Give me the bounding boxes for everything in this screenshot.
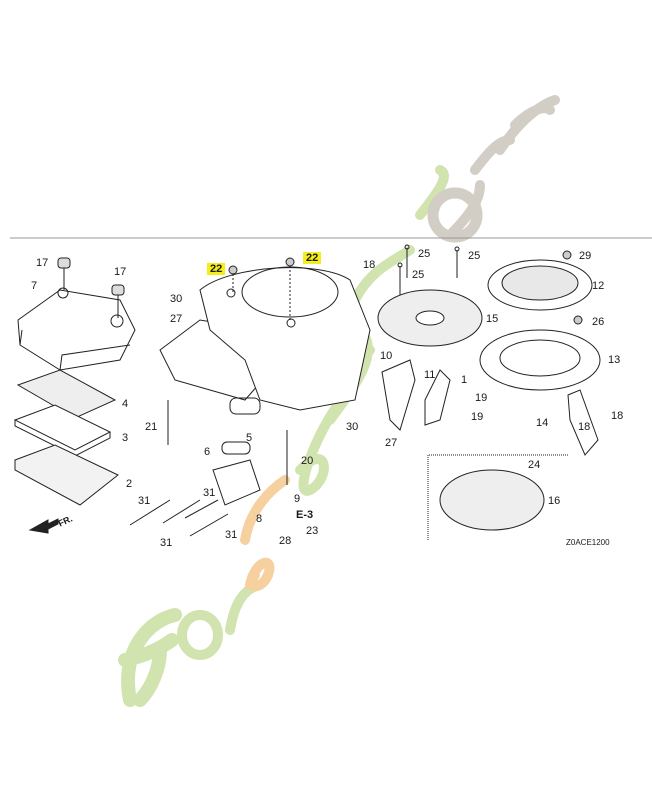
part-12-recoil-cover [487, 259, 593, 311]
part-25-bolts [397, 244, 460, 295]
part-22-nuts [228, 257, 295, 322]
callout-25: 25 [418, 248, 431, 260]
callout-18: 18 [363, 259, 376, 271]
part-31-bolts [129, 499, 229, 537]
callout-3: 3 [122, 432, 129, 444]
callout-16: 16 [548, 495, 561, 507]
part-5-gasket [229, 397, 261, 415]
part-1-bracket [424, 369, 451, 426]
part-6-gasket [221, 441, 251, 455]
callout-11: 11 [424, 369, 436, 381]
inset-box [427, 454, 568, 540]
callout-4: 4 [122, 398, 129, 410]
callout-27: 27 [170, 313, 183, 325]
callout-10: 10 [380, 350, 393, 362]
part-11-guide [381, 359, 416, 431]
part-2-paper-filter [14, 444, 119, 506]
callout-17: 17 [114, 266, 127, 278]
callout-25: 25 [412, 269, 425, 281]
callout-19: 19 [471, 411, 484, 423]
callout-24: 24 [528, 459, 541, 471]
callout-8: 8 [256, 513, 263, 525]
callout-1: 1 [461, 374, 468, 386]
callout-29: 29 [579, 250, 592, 262]
callout-21: 21 [145, 421, 158, 433]
part-16-plate [439, 469, 545, 531]
callout-9: 9 [294, 493, 301, 505]
fr-arrow-icon [28, 518, 59, 534]
callout-30: 30 [346, 421, 359, 433]
callout-20: 20 [301, 455, 314, 467]
callout-6: 6 [204, 446, 211, 458]
callout-2: 2 [126, 478, 133, 490]
callout-22-highlighted: 22 [303, 252, 322, 264]
callout-27: 27 [385, 437, 398, 449]
callout-31: 31 [160, 537, 173, 549]
part-13-ring [479, 329, 601, 391]
part-15-fan-screen [377, 289, 483, 347]
callout-7: 7 [31, 280, 38, 292]
figure-code: Z0ACE1200 [566, 538, 610, 547]
part-7-air-cleaner-cover [17, 287, 136, 371]
callout-28: 28 [279, 535, 292, 547]
callout-14: 14 [536, 417, 549, 429]
callout-5: 5 [246, 432, 253, 444]
part-9-elbow [212, 459, 261, 506]
part-17-knobs [57, 257, 125, 318]
callout-19: 19 [475, 392, 488, 404]
callout-15: 15 [486, 313, 499, 325]
callout-31: 31 [138, 495, 151, 507]
callout-18: 18 [611, 410, 624, 422]
callout-31: 31 [203, 487, 216, 499]
callout-31: 31 [225, 529, 238, 541]
reference-E-3: E-3 [296, 509, 314, 521]
callout-12: 12 [592, 280, 605, 292]
callout-13: 13 [608, 354, 621, 366]
callout-30: 30 [170, 293, 183, 305]
callout-23: 23 [306, 525, 319, 537]
part-26-nut [573, 315, 583, 325]
callout-17: 17 [36, 257, 49, 269]
callout-26: 26 [592, 316, 605, 328]
callout-22-highlighted: 22 [207, 263, 226, 275]
watermark [118, 95, 560, 707]
part-29-bolt [562, 250, 572, 260]
part-14-bracket [567, 389, 599, 456]
callout-18: 18 [578, 421, 591, 433]
part-10-fan-cover [199, 266, 371, 411]
callout-25: 25 [468, 250, 481, 262]
